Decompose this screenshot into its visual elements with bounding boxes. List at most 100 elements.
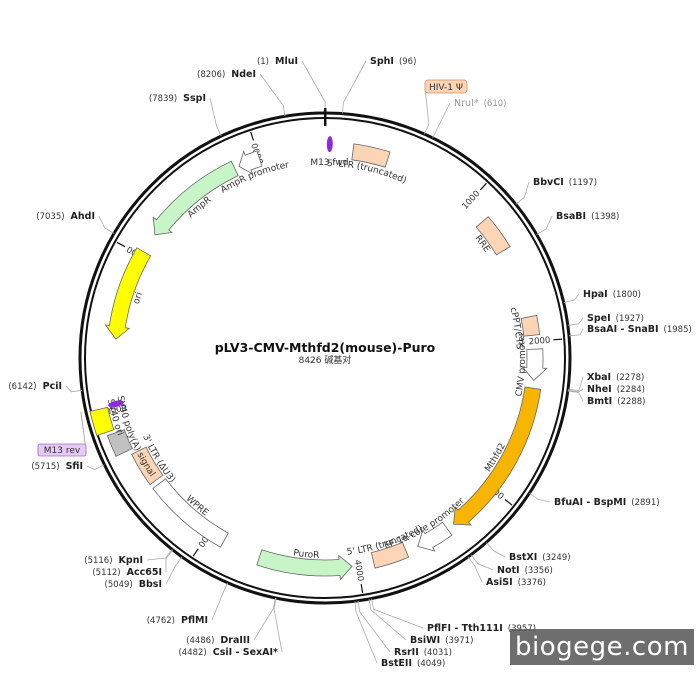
site-position: (4482): [178, 648, 206, 658]
site-bfuai-bspmi: BfuAI - BspMI(2891): [529, 492, 660, 508]
site-acc65i: (5112) Acc65I: [92, 549, 174, 578]
site-nhei: NheI(2284): [567, 384, 645, 395]
site-label: XbaI(2278): [587, 372, 644, 383]
site-label: HpaI(1800): [583, 289, 641, 300]
site-leader-line: [567, 388, 584, 393]
site-label: RsrII(4031): [394, 647, 452, 658]
site-asisi: AsiSI(3376): [467, 556, 546, 588]
primer-label-m13-fwd: M13 fwd: [310, 158, 348, 168]
feature-label-text: ori: [132, 291, 145, 305]
site-bbsi: (5049)BbsI: [105, 556, 183, 590]
site-name: HpaI: [583, 289, 608, 300]
site-position: (610): [484, 99, 507, 109]
site-position: (2288): [617, 397, 645, 407]
site-name: HIV-1 Ψ: [429, 83, 463, 93]
primer-box-m13-rev: [37, 443, 87, 457]
site-name: BbsI: [139, 579, 162, 590]
feature-ef-1-core-promoter: [417, 521, 453, 552]
site-label: (7035)AhdI: [36, 211, 95, 222]
site-label: BfuAI - BspMI(2891): [554, 497, 660, 508]
site-leader-line: [273, 598, 283, 653]
site-name: NruI*: [454, 98, 479, 109]
site-noti: NotI(3356): [470, 554, 553, 576]
site-label: (8206)NdeI: [197, 69, 256, 80]
site-name: PflFI - Tth111I: [427, 623, 503, 634]
site-name: Acc65I: [127, 567, 162, 578]
primer-label-m13-rev: M13 rev: [44, 446, 81, 456]
feature-label-cmv-promoter: CMV promoter: [514, 331, 528, 397]
site-position: (5116): [84, 556, 112, 566]
site-mlui: (1)MluI: [257, 56, 327, 126]
site-name: NheI: [587, 384, 612, 395]
site-name: BstEII: [381, 658, 412, 669]
site-name: SpeI: [587, 313, 611, 324]
feature-mthfd2: [453, 386, 542, 526]
site-bstxi: BstXI(3249): [485, 542, 571, 563]
bp-tick-label: 1000: [460, 189, 482, 212]
site-leader-line: [65, 385, 83, 393]
site-label: NotI(3356): [497, 565, 553, 576]
site-name: MluI: [275, 56, 298, 67]
site-label: BsaBI(1398): [556, 211, 619, 222]
feature-ori: [104, 247, 152, 340]
site-name: RsrII: [394, 647, 419, 658]
watermark: biogege.com: [510, 629, 694, 665]
feature-sv40-ori: [89, 406, 115, 437]
feature-5-ltr-truncated: [351, 143, 391, 168]
site-leader-line: [567, 390, 584, 402]
site-label: (4762)PflMI: [147, 615, 208, 626]
feature-3-ltr-u3: [131, 446, 164, 486]
site-leader-line: [98, 215, 115, 234]
feature-cmv-promoter: [521, 348, 548, 381]
site-position: (4049): [417, 659, 445, 669]
site-leader-line: [146, 549, 173, 561]
site-label: SphI(96): [370, 56, 416, 67]
site-leader-line: [568, 328, 584, 337]
site-name: DraIII: [220, 635, 250, 646]
site-kpni: (5116)KpnI: [84, 549, 173, 566]
site-leader-line: [209, 97, 222, 137]
site-name: SphI: [370, 56, 394, 67]
site-leader-line: [536, 215, 553, 235]
site-pflmi: (4762)PflMI: [147, 582, 228, 626]
primer-leader-line: [80, 411, 87, 451]
feature-label-puror: PuroR: [293, 548, 320, 560]
site-bbvci: BbvCI(1197): [515, 177, 597, 205]
feature-label-text: CMV promoter: [514, 331, 528, 397]
site-name: BsaAI - SnaBI: [587, 324, 659, 335]
site-label: (5112) Acc65I: [92, 567, 162, 578]
site-leader-line: [432, 102, 451, 139]
feature-sv40-poly-a-signal: [106, 429, 133, 457]
site-position: (1985): [664, 325, 692, 335]
site-sfii: (5715)SfiI: [31, 461, 105, 472]
site-leader-line: [485, 542, 506, 558]
feature-callout-box: [424, 79, 468, 94]
site-label: BsiWI(3971): [410, 635, 473, 646]
site-sphi: SphI(96): [342, 56, 416, 114]
site-position: (4762): [147, 616, 175, 626]
site-name: BsiWI: [410, 635, 440, 646]
site-leader-line: [567, 376, 584, 392]
site-leader-line: [368, 598, 407, 641]
site-csii-sexai: (4482)CsiI - SexAI*: [178, 598, 283, 658]
site-position: (8206): [197, 70, 225, 80]
site-nrui: NruI* (610): [432, 98, 507, 139]
bp-tick-mark: [504, 499, 513, 506]
site-name: BstXI: [509, 552, 537, 563]
bp-tick-mark: [553, 338, 563, 341]
site-leader-line: [165, 556, 183, 585]
bp-tick-mark: [360, 584, 364, 594]
bp-tick-label: 2000: [528, 336, 550, 348]
site-hpai: HpaI(1800): [563, 289, 641, 303]
site-leader-line: [86, 464, 105, 470]
site-label: (1)MluI: [257, 56, 298, 67]
site-bmti: BmtI(2288): [567, 390, 645, 407]
site-spei: SpeI(1927): [567, 313, 644, 326]
feature-label-ori: ori: [132, 291, 145, 305]
site-pcii: (6142)PciI: [8, 381, 83, 393]
site-bsabi: BsaBI(1398): [536, 211, 619, 235]
site-position: (5112): [92, 568, 120, 578]
site-hiv-1: HIV-1 Ψ: [424, 79, 468, 135]
site-leader-line: [563, 293, 580, 303]
